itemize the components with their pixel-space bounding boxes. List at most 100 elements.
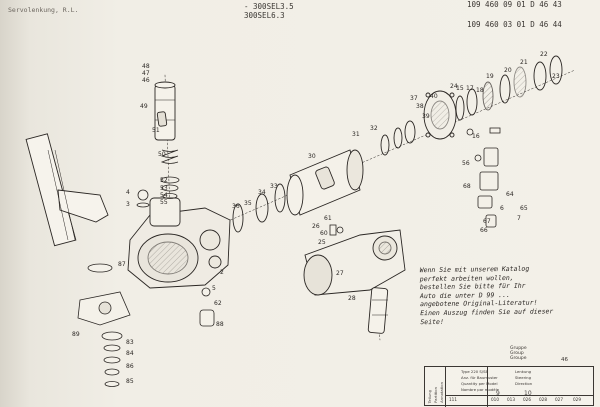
direction-label: Lenkung — [515, 369, 532, 374]
callout-15: 15 — [456, 85, 464, 92]
valve-block-parts — [474, 147, 499, 228]
header-part-line-2: 109 460 03 01 D 46 44 — [467, 20, 562, 29]
lower-left-parts — [77, 263, 215, 387]
shaft-and-nut — [367, 287, 389, 334]
model-code: 028 — [539, 397, 547, 402]
callout-86: 86 — [126, 363, 134, 370]
callout-5: 5 — [212, 285, 216, 292]
steering-column-shaft — [25, 133, 109, 247]
callout-25: 25 — [318, 239, 326, 246]
callout-22: 22 — [540, 51, 548, 58]
table-row-label: Nombre par modèle — [461, 387, 499, 392]
callout-31: 31 — [352, 131, 360, 138]
callout-55: 55 — [160, 199, 168, 206]
callout-88: 88 — [216, 321, 224, 328]
callout-32: 32 — [370, 125, 378, 132]
callout-60: 60 — [320, 230, 328, 237]
callout-40: 40 — [430, 93, 438, 100]
callout-46: 46 — [142, 77, 150, 84]
model-code: 029 — [573, 397, 581, 402]
callout-67: 67 — [483, 218, 491, 225]
callout-30: 30 — [308, 153, 316, 160]
table-row-label: Anz. für Baumuster — [461, 375, 498, 380]
callout-24: 24 — [450, 83, 458, 90]
callout-89: 89 — [72, 331, 80, 338]
callout-52: 52 — [160, 177, 168, 184]
group-label-en: Group — [510, 351, 524, 356]
springs-stack — [160, 149, 180, 199]
callout-66: 66 — [480, 227, 488, 234]
direction-label: Steering — [515, 375, 532, 380]
callout-47: 47 — [142, 70, 150, 77]
pitman-housing — [303, 229, 406, 296]
callout-54: 54 — [160, 192, 168, 199]
header-model-line-2: 300SEL6.3 — [244, 11, 285, 20]
callout-6: 6 — [500, 205, 504, 212]
callout-61: 61 — [324, 215, 332, 222]
group-labels: Gruppe Group Groupe — [510, 346, 527, 361]
group-number: 46 — [561, 357, 568, 363]
callout-48: 48 — [142, 63, 150, 70]
catalog-note: Wenn Sie mit unserem Katalog perfekt arb… — [420, 264, 591, 327]
callout-64: 64 — [506, 191, 514, 198]
callout-36: 36 — [232, 203, 240, 210]
group-label-fr: Groupe — [510, 356, 527, 361]
callout-labels: 4847464951505253545543872562888984838685… — [72, 51, 560, 397]
side-label: Teilung — [427, 389, 432, 403]
model-code: 027 — [555, 397, 563, 402]
callout-10: 10 — [524, 390, 532, 397]
callout-28: 28 — [348, 295, 356, 302]
end-cover-housing — [423, 90, 457, 140]
header-part-line-1: 109 460 09 01 D 46 43 — [467, 0, 562, 9]
callout-35: 35 — [244, 200, 252, 207]
table-row-label: Quantity per Model — [461, 381, 498, 386]
callout-21: 21 — [520, 59, 528, 66]
power-cylinder — [286, 149, 364, 216]
callout-38: 38 — [416, 103, 424, 110]
callout-16: 16 — [472, 133, 480, 140]
callout-23: 23 — [552, 73, 560, 80]
direction-label: Direction — [515, 381, 533, 386]
callout-3: 3 — [126, 201, 130, 208]
callout-2: 2 — [220, 269, 224, 276]
valve-piston — [154, 81, 176, 141]
callout-53: 53 — [160, 185, 168, 192]
group-label-de: Gruppe — [510, 346, 527, 351]
callout-27: 27 — [336, 270, 344, 277]
small-parts — [136, 127, 501, 236]
callout-51: 51 — [152, 127, 160, 134]
table-row-label: Type 220 S/SE — [461, 369, 488, 374]
model-code: 013 — [507, 397, 515, 402]
callout-62: 62 — [214, 300, 222, 307]
callout-37: 37 — [410, 95, 418, 102]
side-label: Annotation — [439, 382, 444, 403]
rings-and-seals — [232, 55, 563, 233]
steering-gear-housing — [127, 197, 231, 289]
callout-87: 87 — [118, 261, 126, 268]
callout-9: 9 — [496, 390, 500, 397]
callout-7: 7 — [517, 215, 521, 222]
callout-49: 49 — [140, 103, 148, 110]
callout-4: 4 — [126, 189, 130, 196]
callout-50: 50 — [158, 151, 166, 158]
callout-84: 84 — [126, 350, 134, 357]
callout-56: 56 — [462, 160, 470, 167]
model-code: 026 — [523, 397, 531, 402]
callout-18: 18 — [476, 87, 484, 94]
header-model-line-1: - 300SEL3.5 — [244, 2, 294, 11]
model-code: 111 — [449, 397, 457, 402]
callout-34: 34 — [258, 189, 266, 196]
model-code: 010 — [491, 397, 499, 402]
callout-68: 68 — [463, 183, 471, 190]
callout-26: 26 — [312, 223, 320, 230]
callout-33: 33 — [270, 183, 278, 190]
side-label: Partition — [433, 387, 438, 403]
callout-39: 39 — [422, 113, 430, 120]
header-left-text: Servolenkung, R.L. — [8, 6, 79, 14]
callout-65: 65 — [520, 205, 528, 212]
callout-20: 20 — [504, 67, 512, 74]
callout-83: 83 — [126, 339, 134, 346]
callout-19: 19 — [486, 73, 494, 80]
